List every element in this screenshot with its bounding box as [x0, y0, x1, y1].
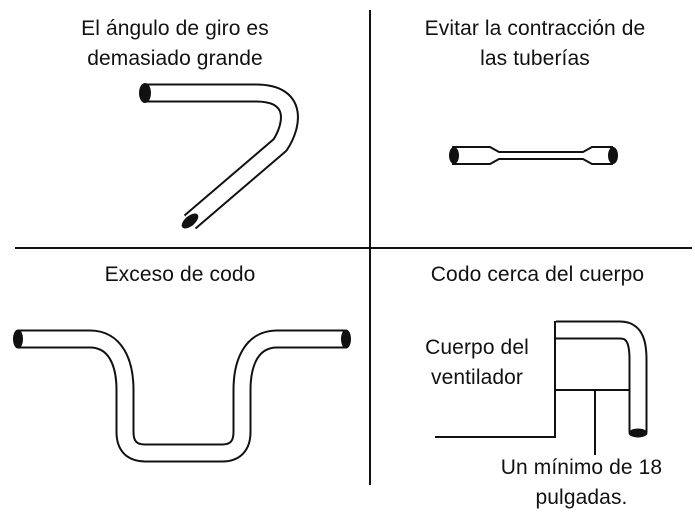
elbow-title-line1: Exceso de codo [104, 263, 256, 286]
angle-title-line1: El ángulo de giro es [81, 17, 269, 40]
excess-elbow-title: Exceso de codo [30, 260, 330, 290]
fan-body-line2: ventilador [430, 366, 524, 389]
contraction-title-line2: las tuberías [480, 47, 590, 70]
minimum-distance-label: Un mínimo de 18 pulgadas. [468, 453, 695, 513]
contracted-pipe [449, 146, 618, 165]
u-shaped-pipe [13, 329, 351, 463]
near-body-elbow-pipe [556, 320, 648, 438]
min-distance-line2: pulgadas. [535, 486, 628, 509]
near-body-title-line1: Codo cerca del cuerpo [430, 263, 645, 286]
pipe-end-cap [341, 329, 351, 349]
pipe-end-cap [608, 147, 618, 164]
min-distance-line1: Un mínimo de 18 [500, 456, 663, 479]
pipe-end-cap [181, 213, 199, 229]
angle-title-line2: demasiado grande [87, 47, 263, 70]
fan-body-line1: Cuerpo del [425, 336, 529, 359]
fan-body-outline [435, 321, 630, 438]
contraction-title-line1: Evitar la contracción de [424, 17, 646, 40]
pipe-end-cap [13, 329, 23, 349]
angle-too-large-title: El ángulo de giro es demasiado grande [20, 14, 330, 74]
fan-body-label: Cuerpo del ventilador [402, 333, 552, 393]
pipe-end-cap [449, 147, 459, 164]
elbow-near-body-title: Codo cerca del cuerpo [380, 260, 695, 290]
pipe-end-cap [628, 428, 648, 438]
pipe-end-cap [139, 83, 151, 103]
avoid-contraction-title: Evitar la contracción de las tuberías [385, 14, 685, 74]
sharp-bend-pipe [139, 83, 299, 230]
